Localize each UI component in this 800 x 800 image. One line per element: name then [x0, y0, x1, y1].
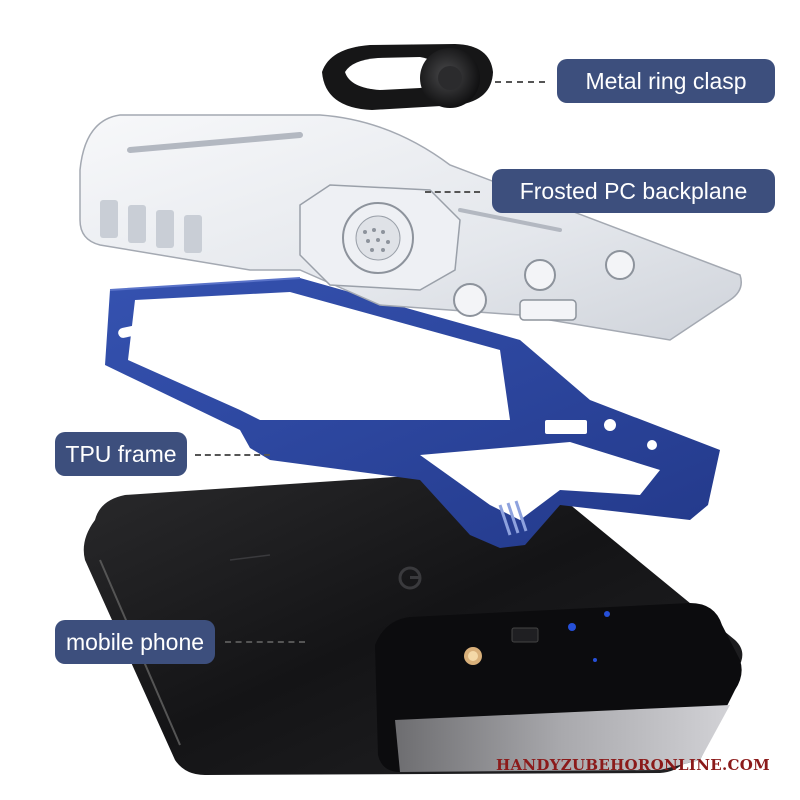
metal-ring-clasp — [322, 44, 493, 110]
mobile-phone-label: mobile phone — [55, 620, 215, 664]
camera-bar — [375, 603, 742, 772]
backplane-label: Frosted PC backplane — [492, 169, 775, 213]
backplane-leader-line — [425, 191, 480, 193]
mobile-phone-leader-line — [225, 641, 305, 643]
watermark-text: HANDYZUBEHORONLINE.COM — [496, 756, 770, 774]
frosted-pc-backplane — [79, 114, 742, 341]
tpu-frame — [105, 277, 720, 548]
tpu-frame-label: TPU frame — [55, 432, 187, 476]
tpu-frame-leader-line — [195, 454, 270, 456]
brand-logo — [398, 566, 422, 590]
mobile-phone — [83, 469, 743, 775]
ring-clasp-leader-line — [495, 81, 545, 83]
ring-clasp-label: Metal ring clasp — [557, 59, 775, 103]
